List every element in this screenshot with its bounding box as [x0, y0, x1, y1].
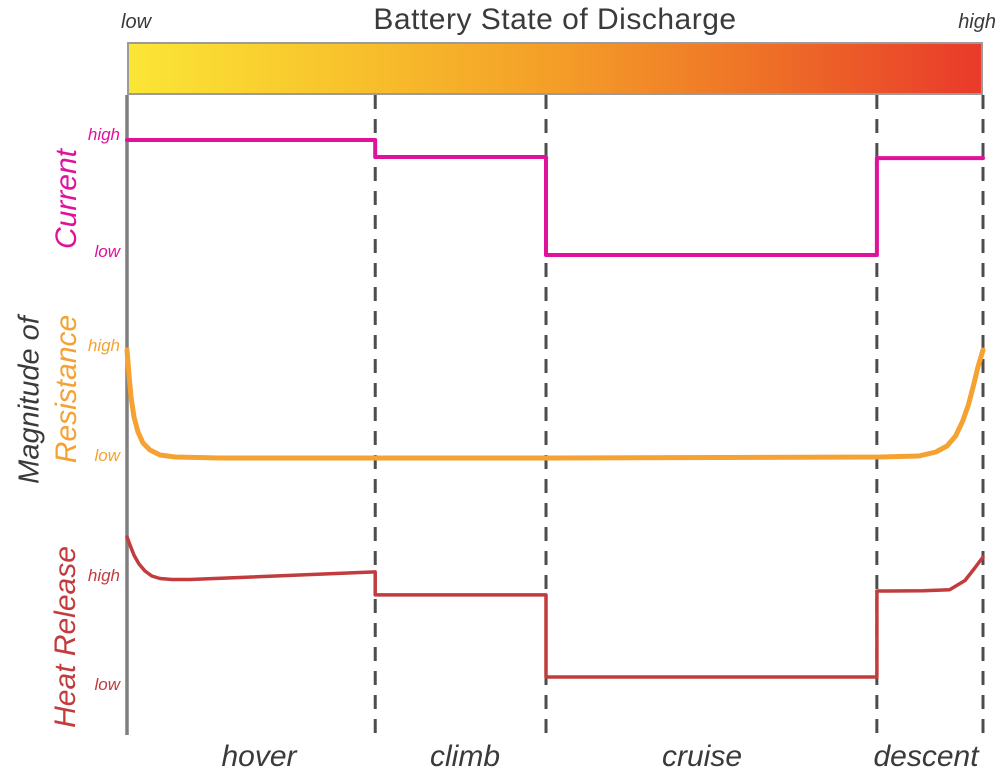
curve-resistance [124, 347, 986, 461]
soc-low-label: low [121, 11, 152, 33]
soc-gradient-bar [127, 42, 983, 95]
soc-high-label: high [958, 11, 996, 33]
current-low-tick: low [94, 242, 120, 261]
phase-label-climb: climb [429, 740, 501, 773]
phase-label-cruise: cruise [661, 740, 743, 773]
resistance-high-tick: high [87, 336, 120, 355]
phase-label-hover: hover [221, 740, 297, 773]
page-title: Battery State of Discharge [373, 3, 737, 36]
curve-current [125, 138, 985, 257]
heat-release-low-tick: low [94, 675, 120, 694]
heat-release-high-tick: high [87, 566, 120, 585]
y-axis-title: Magnitude of [13, 316, 46, 484]
curve-heat-release [125, 535, 985, 679]
current-high-tick: high [87, 125, 120, 144]
series-label-current: Current [50, 148, 83, 250]
resistance-low-tick: low [94, 446, 120, 465]
phase-label-descent: descent [873, 740, 979, 773]
